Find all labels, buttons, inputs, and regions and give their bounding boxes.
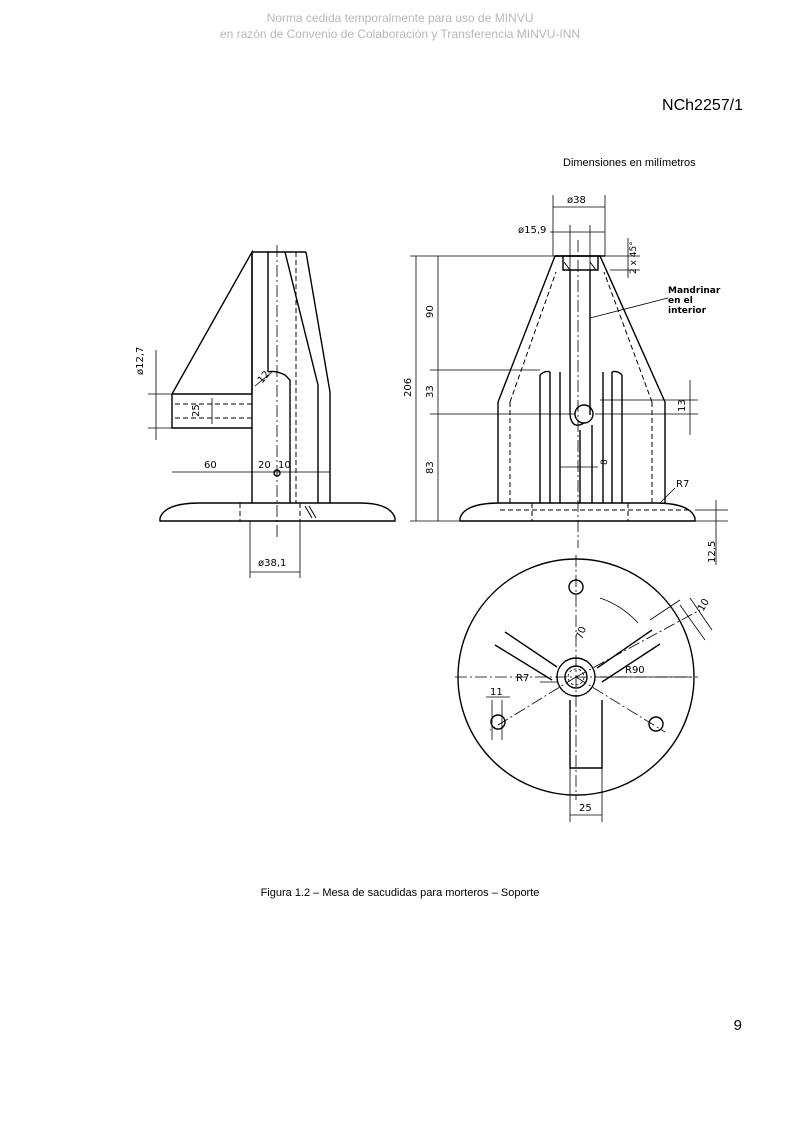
dim-top-r90: R90 (625, 665, 645, 676)
page-number: 9 (733, 1017, 742, 1034)
dim-top-11: 11 (490, 687, 503, 698)
dim-front-83: 83 (425, 461, 436, 474)
note-bore-line-1: Mandrinar (668, 286, 721, 296)
dim-top-70: 70 (574, 625, 589, 641)
dim-front-chamfer: 2 x 45° (629, 241, 639, 274)
watermark: Norma cedida temporalmente para uso de M… (0, 10, 800, 42)
dim-front-8: 8 (600, 459, 610, 465)
dim-front-33: 33 (425, 385, 436, 398)
dim-front-radius: R7 (676, 479, 689, 490)
dim-side-hole-width: 25 (191, 404, 202, 417)
dim-front-90: 90 (425, 305, 436, 318)
dim-front-bore-diameter: ø15,9 (518, 225, 546, 236)
dim-side-hole-diameter: ø12,7 (135, 347, 146, 375)
top-view (455, 555, 713, 822)
watermark-line-1: Norma cedida temporalmente para uso de M… (266, 11, 534, 25)
figure-caption: Figura 1.2 – Mesa de sacudidas para mort… (260, 887, 540, 899)
side-view (148, 245, 396, 578)
front-view (410, 195, 728, 565)
dim-top-25: 25 (579, 803, 592, 814)
dim-top-r7: R7 (516, 673, 529, 684)
dim-front-13: 13 (677, 399, 688, 412)
note-bore-line-2: en el (668, 296, 693, 306)
dim-side-20: 20 (258, 460, 271, 471)
dim-side-base-diameter: ø38,1 (258, 558, 286, 569)
dim-side-10: 10 (278, 460, 291, 471)
dim-side-60: 60 (204, 460, 217, 471)
watermark-line-2: en razón de Convenio de Colaboración y T… (219, 27, 581, 41)
dim-top-10: 10 (696, 597, 712, 614)
dim-front-top-diameter: ø38 (567, 195, 586, 206)
dim-front-base-thickness: 12,5 (707, 541, 718, 563)
standard-code: NCh2257/1 (662, 97, 743, 114)
note-bore-line-3: interior (668, 306, 707, 316)
dim-front-206: 206 (403, 378, 414, 397)
dimensions-note: Dimensiones en milímetros (563, 157, 696, 169)
